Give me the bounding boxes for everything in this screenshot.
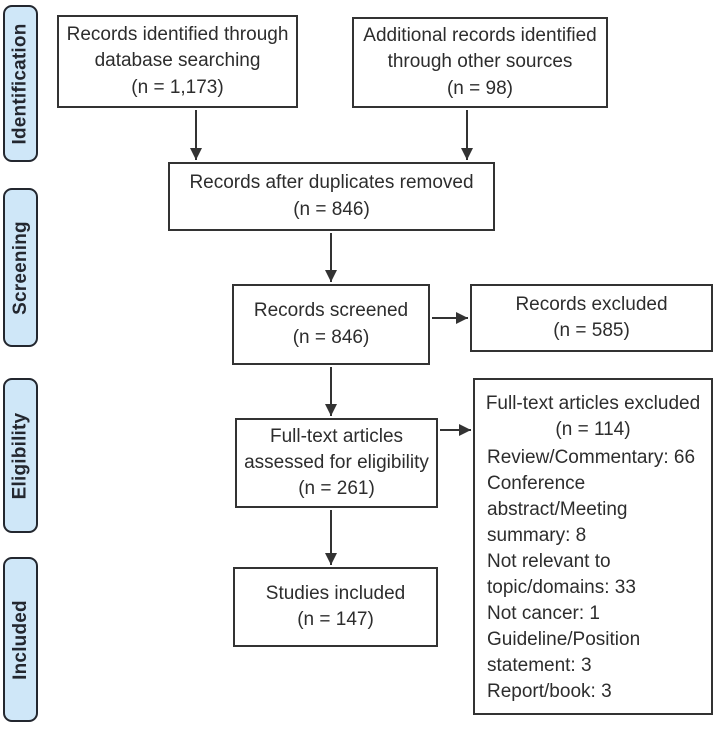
exclusion-reason-item: Not cancer: 1 <box>487 603 600 624</box>
stage-label-identification: Identification <box>3 5 38 162</box>
exclusion-reason-list: Review/Commentary: 66 Conference abstrac… <box>481 445 705 705</box>
flow-box-records-screened: Records screened (n = 846) <box>232 284 430 365</box>
flow-box-additional-records: Additional records identified through ot… <box>352 17 608 108</box>
stage-label-text: Included <box>9 599 31 680</box>
exclusion-reason-item: Guideline/Position statement: 3 <box>487 629 641 676</box>
stage-label-screening: Screening <box>3 188 38 347</box>
stage-label-eligibility: Eligibility <box>3 378 38 533</box>
flow-box-duplicates-removed: Records after duplicates removed (n = 84… <box>168 162 495 231</box>
flow-box-records-identified: Records identified through database sear… <box>57 15 298 108</box>
stage-label-text: Screening <box>9 220 31 315</box>
flow-box-studies-included: Studies included (n = 147) <box>233 567 438 647</box>
flow-box-records-excluded: Records excluded (n = 585) <box>470 284 713 352</box>
stage-label-text: Identification <box>9 22 31 145</box>
flow-box-fulltext-assessed: Full-text articles assessed for eligibil… <box>235 418 438 508</box>
flow-box-fulltext-excluded: Full-text articles excluded (n = 114) Re… <box>473 378 713 715</box>
exclusion-reason-item: Conference abstract/Meeting summary: 8 <box>487 473 628 546</box>
exclusion-reason-item: Review/Commentary: 66 <box>487 447 696 468</box>
stage-label-text: Eligibility <box>9 412 31 499</box>
exclusion-reason-item: Not relevant to topic/domains: 33 <box>487 551 636 598</box>
exclusion-reason-item: Report/book: 3 <box>487 681 612 702</box>
stage-label-included: Included <box>3 557 38 722</box>
fulltext-excluded-header: Full-text articles excluded (n = 114) <box>485 393 701 440</box>
